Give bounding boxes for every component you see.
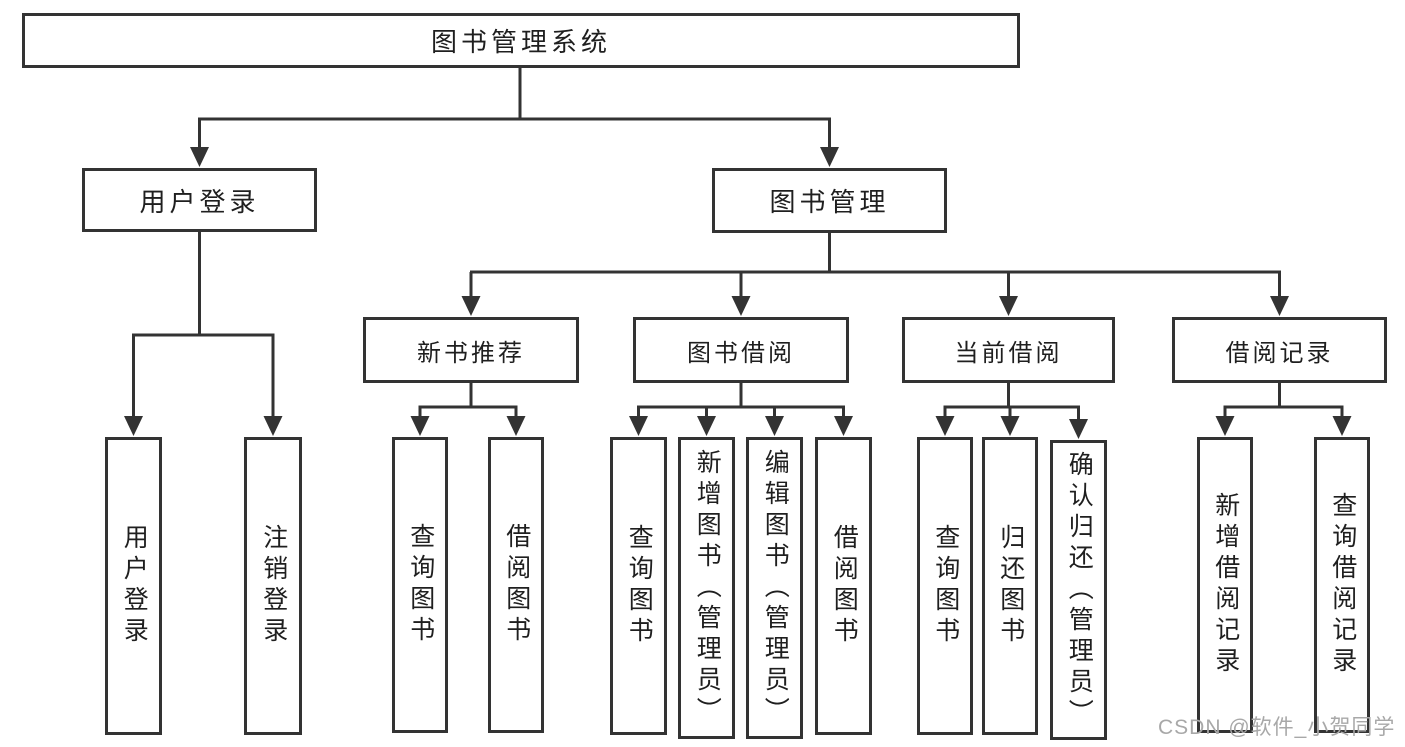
- node-label: 图书管理: [769, 187, 890, 217]
- node-label: 用户登录: [120, 524, 149, 648]
- node-query-borrow-record: 查询借阅记录: [1314, 437, 1370, 733]
- node-current-borrow: 当前借阅: [902, 317, 1115, 383]
- node-label: 查询图书: [625, 524, 654, 648]
- node-label: 确认归还（管理员）: [1065, 450, 1094, 730]
- watermark-text: CSDN @软件_小贺同学: [1158, 716, 1396, 739]
- node-add-book-admin: 新增图书（管理员）: [678, 437, 735, 739]
- node-label: 查询图书: [406, 523, 435, 647]
- node-label: 图书管理系统: [430, 27, 611, 57]
- node-logout-leaf: 注销登录: [244, 437, 302, 735]
- node-label: 新增借阅记录: [1211, 492, 1240, 678]
- node-query-book-under-borrow: 查询图书: [610, 437, 667, 735]
- node-label: 编辑图书（管理员）: [761, 448, 790, 728]
- node-label: 新书推荐: [417, 339, 525, 367]
- node-borrow-book-under-borrow: 借阅图书: [815, 437, 872, 735]
- node-confirm-return-admin: 确认归还（管理员）: [1050, 440, 1107, 740]
- node-add-borrow-record: 新增借阅记录: [1197, 437, 1253, 733]
- node-book-management: 图书管理: [712, 168, 947, 233]
- node-label: 注销登录: [259, 524, 288, 648]
- node-root-system: 图书管理系统: [22, 13, 1020, 68]
- node-label: 新增图书（管理员）: [693, 448, 722, 728]
- node-label: 归还图书: [996, 524, 1025, 648]
- node-label: 借阅图书: [502, 523, 531, 647]
- node-label: 图书借阅: [687, 339, 795, 367]
- node-label: 借阅图书: [830, 524, 859, 648]
- node-book-borrow: 图书借阅: [633, 317, 849, 383]
- node-borrow-book-under-recommend: 借阅图书: [488, 437, 544, 733]
- node-query-book-under-recommend: 查询图书: [392, 437, 448, 733]
- node-label: 借阅记录: [1225, 339, 1334, 367]
- node-borrow-record: 借阅记录: [1172, 317, 1387, 383]
- node-query-book-under-current: 查询图书: [917, 437, 973, 735]
- node-user-login-leaf: 用户登录: [105, 437, 162, 735]
- node-return-book: 归还图书: [982, 437, 1038, 735]
- node-label: 用户登录: [139, 186, 260, 217]
- node-new-book-recommend: 新书推荐: [363, 317, 579, 383]
- node-label: 查询借阅记录: [1328, 492, 1357, 678]
- node-label: 查询图书: [931, 524, 960, 648]
- node-edit-book-admin: 编辑图书（管理员）: [746, 437, 803, 739]
- node-user-login: 用户登录: [82, 168, 317, 232]
- node-label: 当前借阅: [954, 339, 1063, 367]
